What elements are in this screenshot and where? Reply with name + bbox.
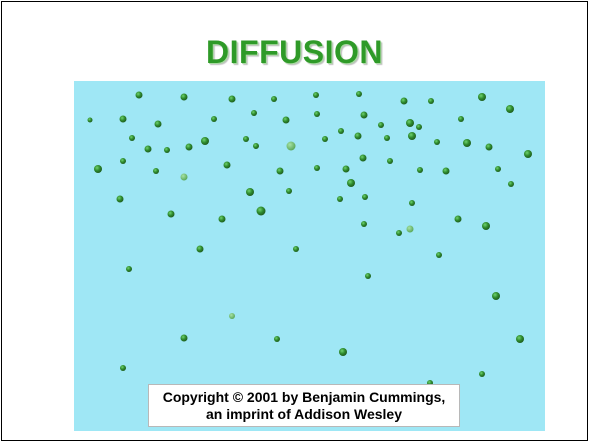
- molecule-dot: [196, 245, 204, 253]
- molecule-dot: [253, 143, 259, 149]
- molecule-dot: [417, 167, 423, 173]
- molecule-dot: [218, 215, 226, 223]
- molecule-dot: [116, 195, 124, 203]
- copyright-line-1: Copyright © 2001 by Benjamin Cummings,: [162, 389, 446, 405]
- molecule-dot: [338, 128, 344, 134]
- molecule-dot: [362, 194, 368, 200]
- molecule-dot: [360, 111, 368, 119]
- molecule-dot: [408, 132, 416, 140]
- diffusion-illustration: Copyright © 2001 by Benjamin Cummings, a…: [74, 81, 545, 431]
- molecule-dot: [516, 335, 524, 343]
- molecule-dot: [201, 137, 209, 145]
- molecule-dot: [347, 179, 355, 187]
- molecule-dot: [387, 158, 393, 164]
- molecule-dot: [246, 188, 254, 196]
- molecule-dot: [428, 98, 434, 104]
- molecule-dot: [251, 110, 257, 116]
- molecule-dot: [185, 143, 193, 151]
- molecule-dot: [359, 154, 367, 162]
- copyright-notice: Copyright © 2001 by Benjamin Cummings, a…: [148, 384, 460, 427]
- molecule-dot: [271, 96, 277, 102]
- molecule-dot: [356, 91, 362, 97]
- molecule-dot: [361, 221, 367, 227]
- molecule-dot: [126, 266, 132, 272]
- molecule-dot: [229, 313, 235, 319]
- molecule-dot: [482, 222, 490, 230]
- molecule-dot: [400, 97, 408, 105]
- molecule-dot: [406, 225, 414, 233]
- molecule-dot: [492, 292, 500, 300]
- molecule-dot: [129, 135, 135, 141]
- molecule-dot: [314, 165, 320, 171]
- molecule-dot: [228, 95, 236, 103]
- molecule-dot: [153, 168, 159, 174]
- molecule-dot: [409, 200, 415, 206]
- molecule-dot: [339, 348, 347, 356]
- molecule-dot: [406, 119, 414, 127]
- molecule-dot: [384, 135, 390, 141]
- molecule-dot: [87, 117, 93, 123]
- molecule-dot: [313, 92, 319, 98]
- molecule-dot: [463, 139, 471, 147]
- molecule-dot: [276, 167, 284, 175]
- molecule-dot: [396, 230, 402, 236]
- molecule-dot: [180, 173, 188, 181]
- molecule-dot: [485, 143, 493, 151]
- molecule-dot: [342, 165, 350, 173]
- molecule-dot: [434, 139, 440, 145]
- molecule-dot: [495, 166, 501, 172]
- molecule-particles: [87, 91, 532, 386]
- molecule-dot: [180, 93, 188, 101]
- molecule-dot: [243, 136, 249, 142]
- molecule-dot: [286, 188, 292, 194]
- molecule-dot: [164, 147, 170, 153]
- molecule-dot: [442, 167, 450, 175]
- molecule-dot: [479, 371, 485, 377]
- molecule-dot: [322, 136, 328, 142]
- molecule-dot: [119, 115, 127, 123]
- slide-title: DIFFUSION: [206, 34, 383, 70]
- molecule-dot: [120, 365, 126, 371]
- molecule-dot: [478, 93, 486, 101]
- molecule-dot: [120, 158, 126, 164]
- molecule-dot: [154, 120, 162, 128]
- molecule-dot: [167, 210, 175, 218]
- molecule-dot: [211, 116, 217, 122]
- molecule-dot: [508, 181, 514, 187]
- molecule-dot: [416, 124, 422, 130]
- molecule-dot: [314, 111, 320, 117]
- molecule-dot: [144, 145, 152, 153]
- molecule-dot: [223, 161, 231, 169]
- molecule-dot: [436, 252, 442, 258]
- molecule-dot: [365, 273, 371, 279]
- molecule-dot: [454, 215, 462, 223]
- molecule-dot: [506, 105, 514, 113]
- molecule-dot: [274, 336, 280, 342]
- molecule-dot: [256, 206, 266, 216]
- molecule-dot: [180, 334, 188, 342]
- molecule-dot: [458, 116, 464, 122]
- molecule-dot: [524, 150, 532, 158]
- molecule-dot: [94, 165, 102, 173]
- copyright-line-2: an imprint of Addison Wesley: [205, 406, 403, 422]
- molecule-dot: [354, 132, 362, 140]
- molecule-dot: [293, 246, 299, 252]
- molecule-dot: [282, 116, 290, 124]
- molecule-dot: [135, 91, 143, 99]
- molecule-dot: [378, 122, 384, 128]
- molecule-dot: [337, 196, 343, 202]
- molecule-dot: [286, 141, 296, 151]
